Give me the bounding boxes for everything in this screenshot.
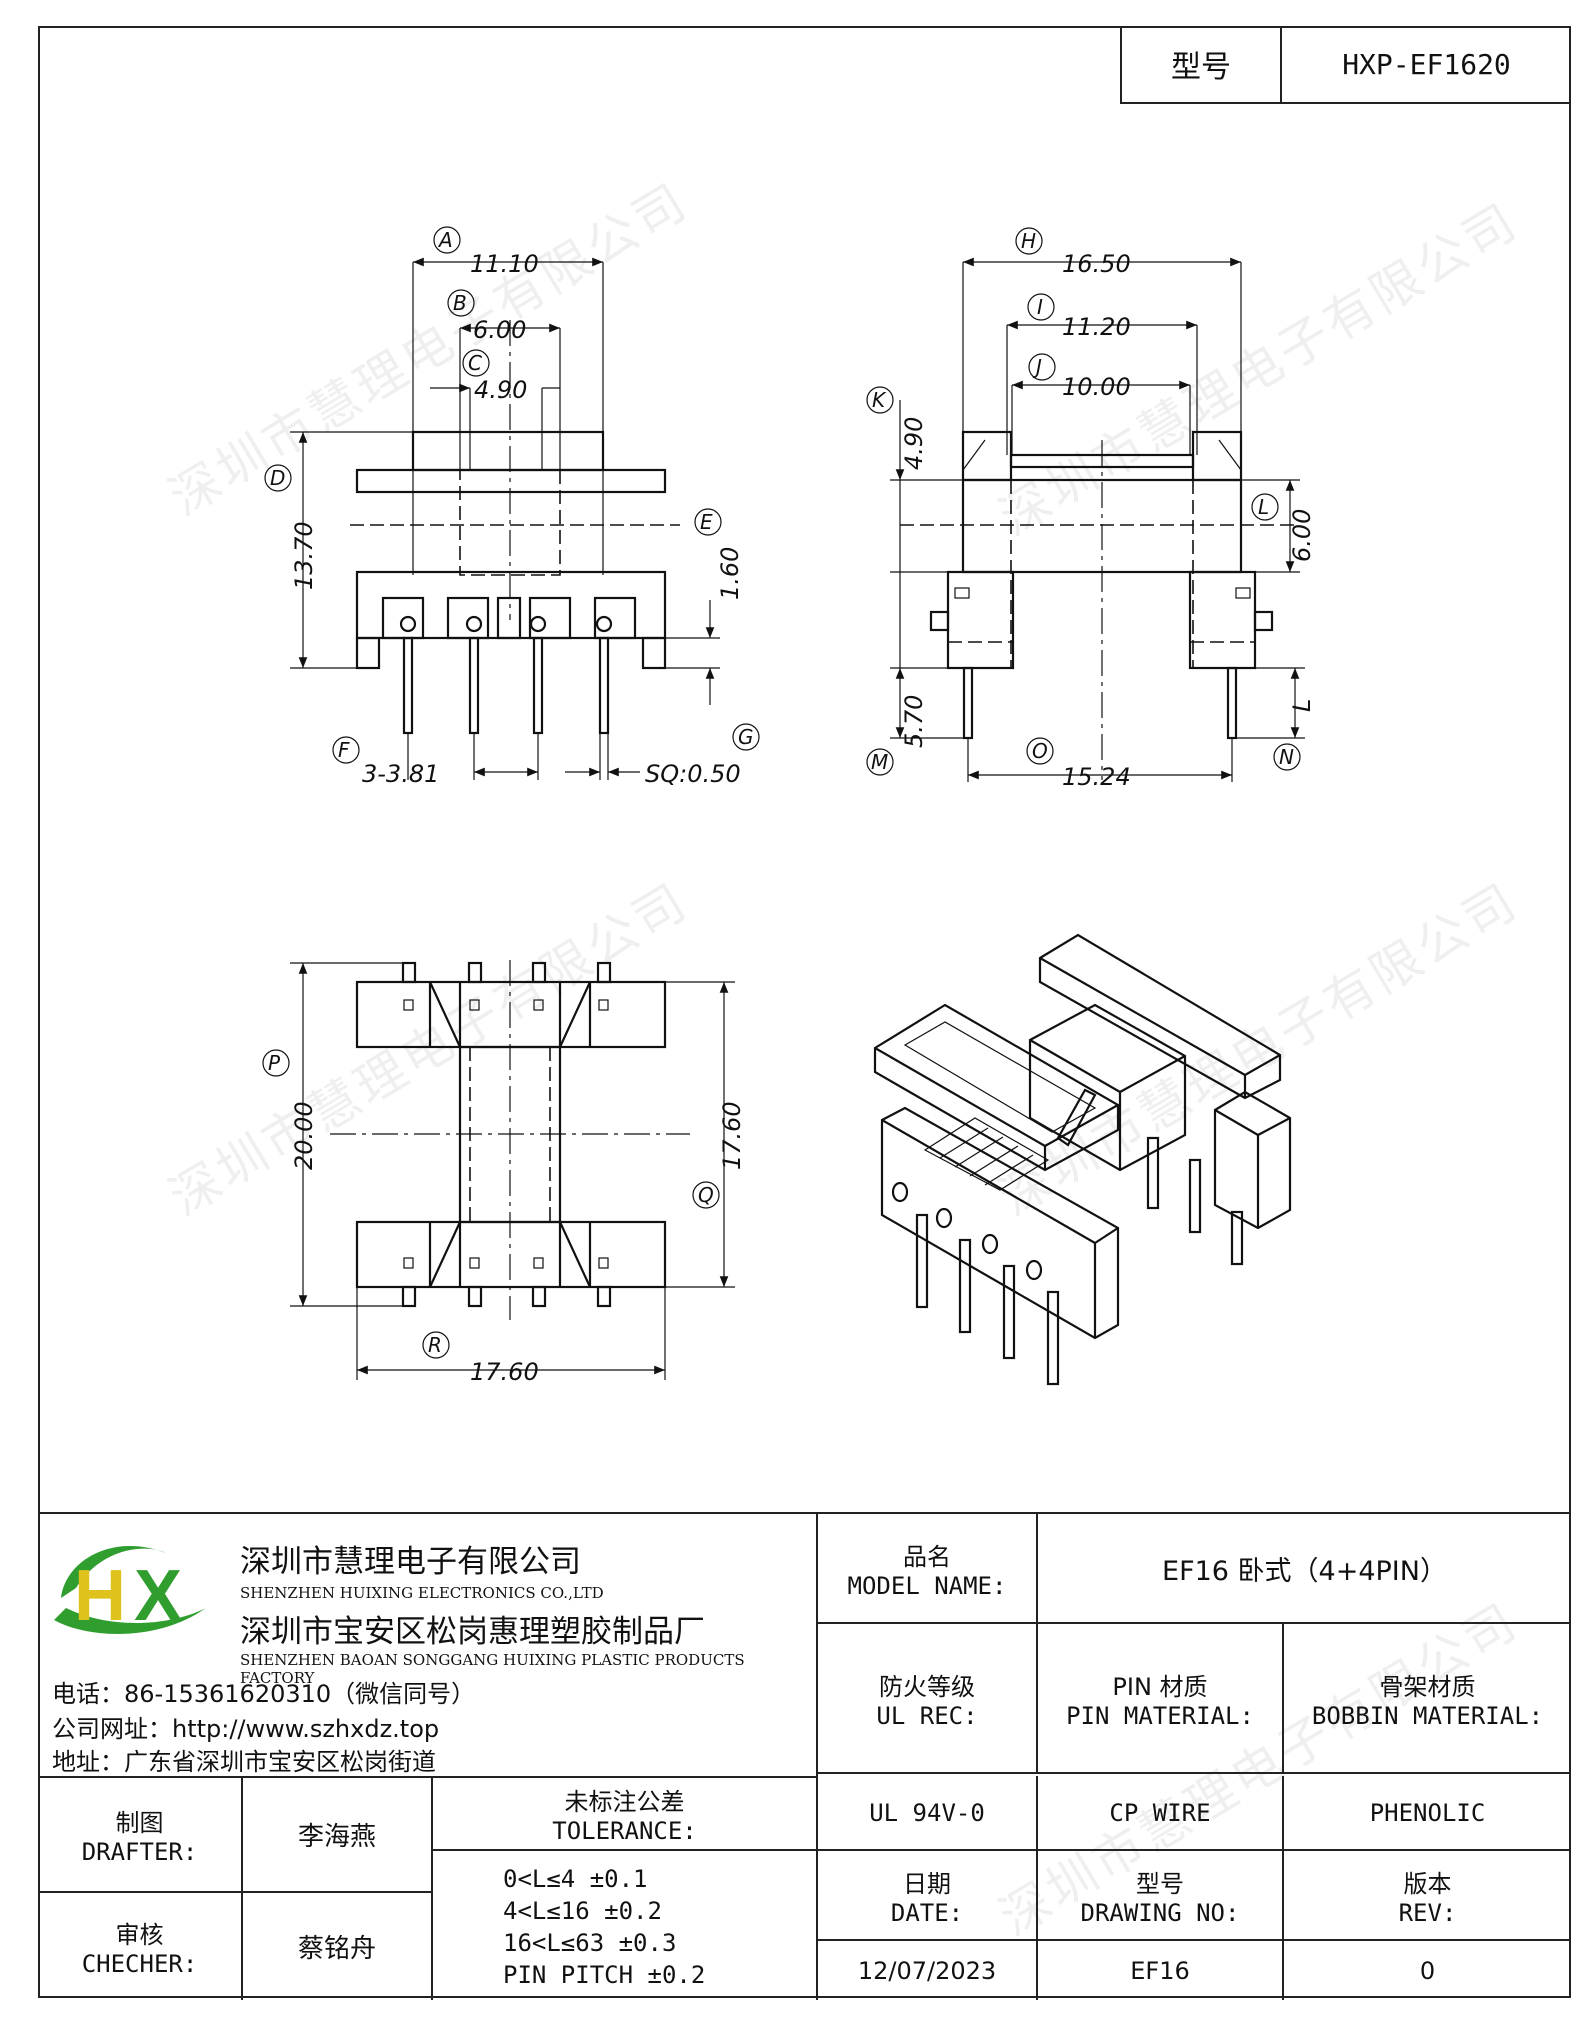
svg-text:P: P: [268, 1051, 281, 1075]
svg-text:M: M: [871, 750, 888, 774]
pin-material-value: CP WIRE: [1038, 1776, 1284, 1851]
title-block: H X 深圳市慧理电子有限公司 SHENZHEN HUIXING ELECTRO…: [38, 1512, 1571, 2000]
svg-text:I: I: [1037, 295, 1043, 319]
tolerance-line: 16<L≤63 ±0.3: [503, 1929, 677, 1957]
bubble-l: L: [1251, 493, 1279, 521]
company-info: H X 深圳市慧理电子有限公司 SHENZHEN HUIXING ELECTRO…: [38, 1514, 818, 1776]
bubble-o: O: [1026, 737, 1054, 765]
dim-p-value: 20.00: [290, 1101, 318, 1170]
ul-rec-value: UL 94V-0: [818, 1776, 1038, 1851]
dim-c-value: 4.90: [474, 376, 527, 404]
svg-text:R: R: [428, 1333, 442, 1357]
dim-l-value: 6.00: [1288, 509, 1316, 562]
tolerance-line: 0<L≤4 ±0.1: [503, 1865, 648, 1893]
svg-text:K: K: [872, 388, 887, 412]
dim-f-value: 3-3.81: [362, 760, 439, 788]
bubble-k: K: [866, 386, 894, 414]
bubble-d: D: [264, 464, 292, 492]
dim-k-value: 4.90: [900, 417, 928, 470]
bubble-q: Q: [692, 1181, 720, 1209]
isometric-view: [873, 933, 1292, 1386]
tolerance-line: PIN PITCH ±0.2: [503, 1961, 706, 1989]
checker-name: 蔡铭舟: [243, 1893, 433, 2000]
dim-e-value: 1.60: [716, 547, 744, 600]
svg-text:E: E: [700, 510, 713, 534]
svg-text:A: A: [437, 228, 453, 252]
model-name-value: EF16 卧式（4+4PIN）: [1038, 1514, 1571, 1624]
front-view: 11.10 6.00 4.90 13.70 1.60 3-3.81 SQ:0.5…: [264, 226, 760, 788]
bubble-c: C: [462, 349, 490, 377]
bubble-j: J: [1028, 353, 1056, 381]
top-view: 20.00 17.60 17.60 P Q R: [262, 960, 746, 1386]
svg-text:H: H: [1021, 229, 1036, 253]
svg-text:Q: Q: [698, 1183, 714, 1207]
dim-m-value: 5.70: [900, 695, 928, 748]
dim-r-value: 17.60: [470, 1358, 539, 1386]
tolerance-values: 0<L≤4 ±0.1 4<L≤16 ±0.2 16<L≤63 ±0.3 PIN …: [433, 1851, 818, 2000]
company-website: 公司网址：http://www.szhxdz.top: [52, 1715, 440, 1743]
bubble-h: H: [1015, 227, 1043, 255]
date-value: 12/07/2023: [818, 1941, 1038, 2000]
svg-text:N: N: [1279, 745, 1294, 769]
drafter-name: 李海燕: [243, 1776, 433, 1893]
bubble-a: A: [433, 226, 461, 254]
bubble-g: G: [732, 723, 760, 751]
logo-letter-x: X: [134, 1556, 182, 1636]
company-phone: 电话：86-15361620310（微信同号）: [52, 1680, 476, 1708]
svg-text:J: J: [1032, 355, 1042, 379]
company-name-en: SHENZHEN HUIXING ELECTRONICS CO.,LTD: [240, 1584, 604, 1602]
logo-letter-h: H: [74, 1556, 126, 1636]
bubble-f: F: [332, 736, 360, 764]
drawing-no-value: EF16: [1038, 1941, 1284, 2000]
svg-text:G: G: [738, 725, 754, 749]
dim-q-value: 17.60: [718, 1101, 746, 1170]
drawing-sheet-border: [38, 26, 1571, 1998]
dim-g-value: SQ:0.50: [645, 760, 741, 788]
model-number: HXP-EF1620: [1342, 47, 1511, 81]
svg-text:L: L: [1258, 495, 1269, 519]
company-logo: H X: [54, 1545, 206, 1636]
dim-n-value: L: [1288, 699, 1316, 712]
factory-name-cn: 深圳市宝安区松岗惠理塑胶制品厂: [240, 1614, 705, 1650]
bubble-e: E: [694, 508, 722, 536]
model-header-box: 型号 HXP-EF1620: [1120, 26, 1571, 104]
dim-i-value: 11.20: [1062, 313, 1131, 341]
svg-text:O: O: [1032, 739, 1048, 763]
tolerance-line: 4<L≤16 ±0.2: [503, 1897, 662, 1925]
side-view: 16.50 11.20 10.00 4.90 5.70 6.00 L 15.24…: [866, 227, 1316, 791]
company-name-cn: 深圳市慧理电子有限公司: [240, 1544, 581, 1580]
bubble-r: R: [422, 1331, 450, 1359]
svg-text:C: C: [468, 351, 482, 375]
factory-name-en: SHENZHEN BAOAN SONGGANG HUIXING PLASTIC …: [240, 1651, 745, 1687]
bubble-p: P: [262, 1049, 290, 1077]
bubble-i: I: [1027, 293, 1055, 321]
dim-o-value: 15.24: [1062, 763, 1131, 791]
dim-a-value: 11.10: [470, 250, 539, 278]
bobbin-material-value: PHENOLIC: [1284, 1776, 1571, 1851]
svg-text:B: B: [453, 291, 467, 315]
dim-h-value: 16.50: [1062, 250, 1131, 278]
bubble-b: B: [447, 289, 475, 317]
type-label: 型号: [1122, 26, 1282, 102]
dim-d-value: 13.70: [290, 521, 318, 590]
dim-b-value: 6.00: [473, 316, 526, 344]
dim-j-value: 10.00: [1062, 373, 1131, 401]
rev-value: 0: [1419, 1956, 1436, 1985]
bubble-n: N: [1273, 743, 1301, 771]
svg-text:D: D: [270, 466, 285, 490]
company-address: 地址：广东省深圳市宝安区松岗街道: [52, 1748, 436, 1776]
bubble-m: M: [866, 748, 894, 776]
svg-text:F: F: [338, 738, 350, 762]
